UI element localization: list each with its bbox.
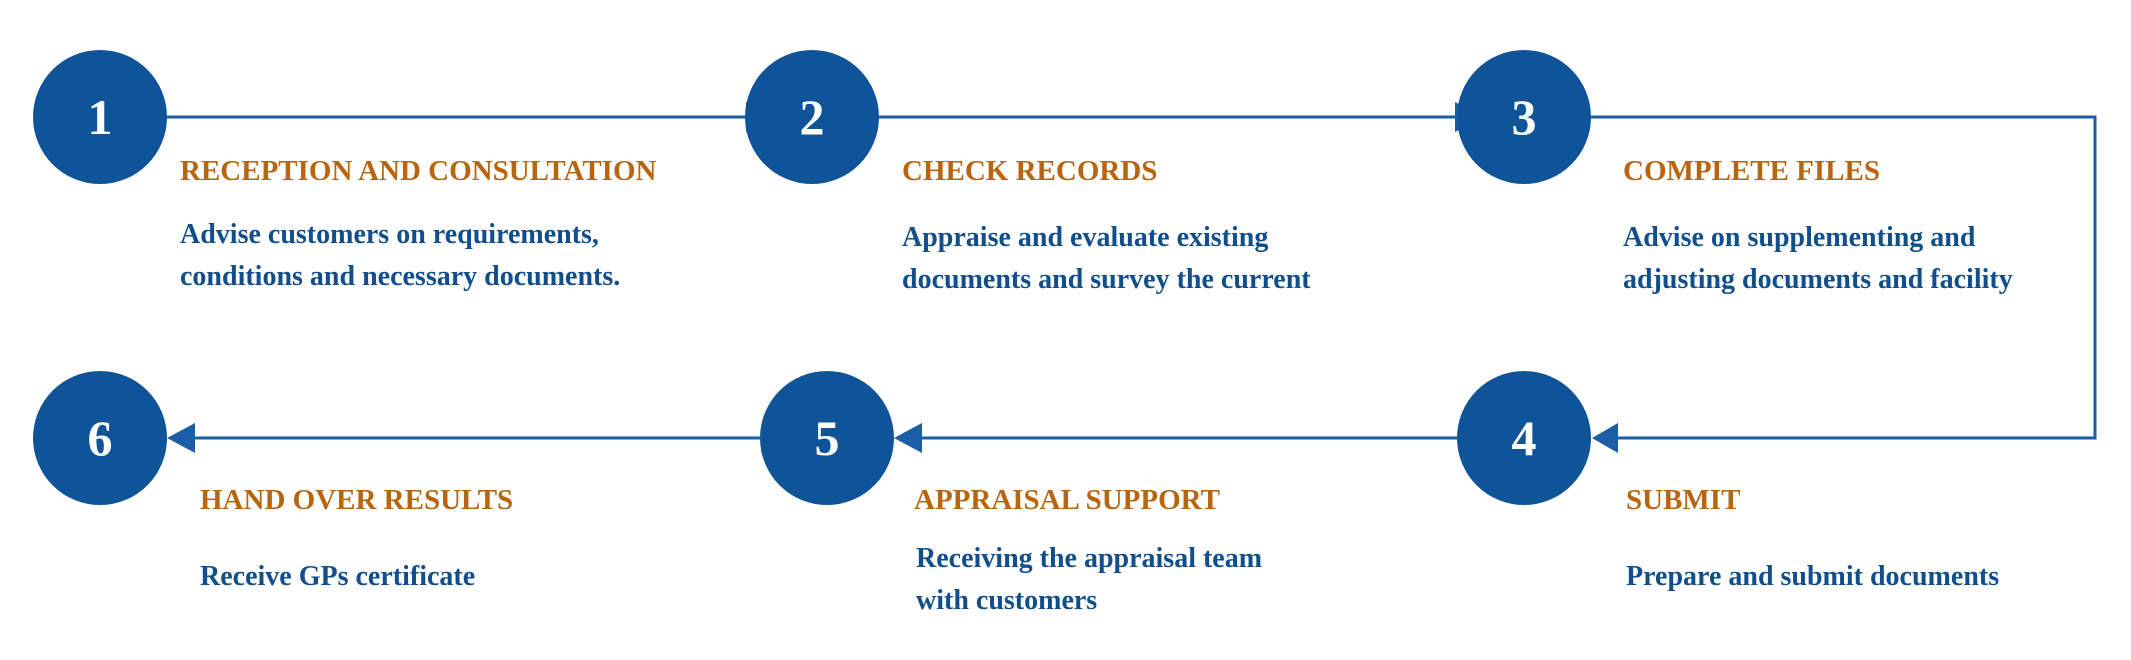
step-6-circle: 6 <box>33 371 167 505</box>
step-6-description: Receive GPs certificate <box>200 556 475 598</box>
step-3-title: COMPLETE FILES <box>1623 155 1881 187</box>
step-3-circle: 3 <box>1457 50 1591 184</box>
step-1-line-1: Advise customers on requirements, <box>180 219 599 250</box>
step-6-number: 6 <box>87 410 113 466</box>
step-1-number: 1 <box>87 89 113 145</box>
step-4-title: SUBMIT <box>1626 484 1741 516</box>
step-6-title: HAND OVER RESULTS <box>200 484 514 516</box>
step-2-description: Appraise and evaluate existing documents… <box>902 217 1311 301</box>
step-3-line-2: adjusting documents and facility <box>1623 264 2013 295</box>
step-5-line-1: Receiving the appraisal team <box>916 543 1263 574</box>
step-1-description: Advise customers on requirements, condit… <box>180 214 620 298</box>
step-1-line-2: conditions and necessary documents. <box>180 261 621 292</box>
step-5-circle: 5 <box>760 371 894 505</box>
step-2-circle: 2 <box>745 50 879 184</box>
step-6-line-1: Receive GPs certificate <box>200 561 476 592</box>
arrow-3-to-4 <box>1591 115 2097 440</box>
step-4-line-1: Prepare and submit documents <box>1626 561 2000 592</box>
step-2-line-2: documents and survey the current <box>902 264 1311 295</box>
arrow-5-to-6-head <box>167 423 195 453</box>
step-5-line-2: with customers <box>916 585 1098 616</box>
step-4-circle: 4 <box>1457 371 1591 505</box>
step-5-title: APPRAISAL SUPPORT <box>914 484 1220 516</box>
step-3-description: Advise on supplementing and adjusting do… <box>1623 217 2013 301</box>
step-2-number: 2 <box>799 89 825 145</box>
step-3-number: 3 <box>1511 89 1537 145</box>
step-4-number: 4 <box>1511 410 1537 466</box>
step-1-title: RECEPTION AND CONSULTATION <box>180 155 657 187</box>
step-4-description: Prepare and submit documents <box>1626 556 1999 598</box>
arrow-4-to-5-head <box>894 423 922 453</box>
step-5-number: 5 <box>814 410 840 466</box>
arrow-3-to-4-head <box>1592 423 1618 453</box>
step-3-line-1: Advise on supplementing and <box>1623 222 1976 253</box>
step-1-circle: 1 <box>33 50 167 184</box>
step-2-line-1: Appraise and evaluate existing <box>902 222 1269 253</box>
step-5-description: Receiving the appraisal team with custom… <box>916 538 1262 622</box>
step-2-title: CHECK RECORDS <box>902 155 1158 187</box>
